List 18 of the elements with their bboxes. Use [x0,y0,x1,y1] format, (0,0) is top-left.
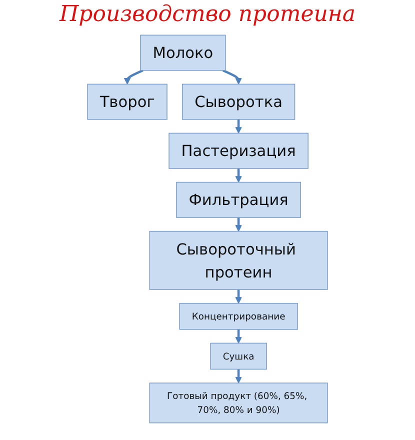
arrow [235,168,242,183]
node-box: Фильтрация [176,182,302,218]
node-box: Творог [87,84,168,120]
node-box: Концентрирование [179,302,298,330]
arrow [235,369,242,384]
node-box: Сывороточный протеин [149,230,328,290]
arrow [124,69,144,84]
node-box: Сушка [210,342,267,370]
arrow [222,69,242,84]
arrow [235,290,242,304]
arrow [235,329,242,344]
diagram-title: Производство протеина [58,2,357,27]
node-box: Пастеризация [168,132,308,169]
node-box: Молоко [140,34,226,71]
arrow [235,218,242,232]
node-box: Сыворотка [182,84,296,120]
node-box: Готовый продукт (60%, 65%, 70%, 80% и 90%) [149,382,328,424]
arrow [235,119,242,134]
